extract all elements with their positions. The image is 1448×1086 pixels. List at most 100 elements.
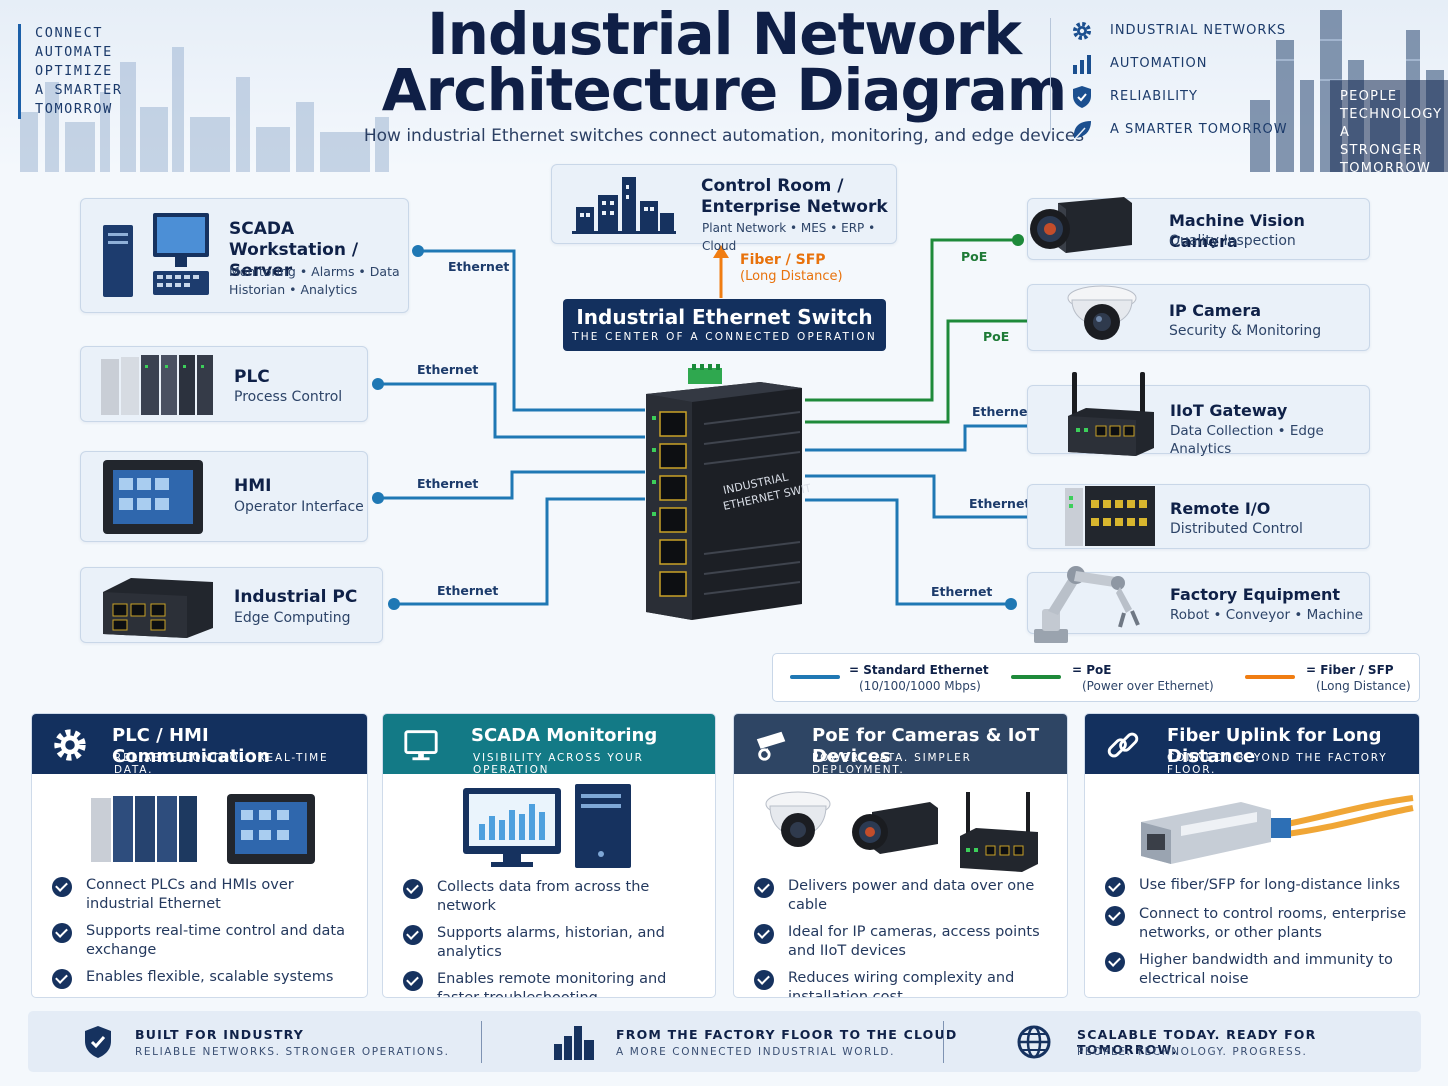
plc-title: PLC	[234, 367, 270, 387]
panel-header: PoE for Cameras & IoT Devices POWER. DAT…	[734, 714, 1067, 776]
sfp-fiber-module-illustration	[1141, 795, 1414, 864]
control-room-title-line2: Enterprise Network	[701, 197, 888, 217]
panel-bullet-list: Connect PLCs and HMIs over industrial Et…	[52, 876, 357, 997]
remote-io-module-icon	[1065, 486, 1155, 546]
panel-bullet-list: Use fiber/SFP for long-distance links Co…	[1105, 876, 1410, 997]
panel-bullet: Enables flexible, scalable systems	[52, 968, 357, 989]
legend-fiber-label: = Fiber / SFP	[1306, 663, 1394, 677]
fiber-link-sublabel: (Long Distance)	[740, 269, 843, 284]
header-feature-item: INDUSTRIAL NETWORKS	[1068, 14, 1288, 47]
industrial-pc-card[interactable]: Industrial PC Edge Computing	[80, 567, 383, 643]
panel-subtitle: POWER. DATA. SIMPLER DEPLOYMENT.	[812, 752, 972, 776]
panel-title: SCADA Monitoring	[471, 725, 658, 746]
check-icon	[754, 970, 774, 990]
remote-io-card[interactable]: Remote I/O Distributed Control	[1027, 484, 1370, 549]
plc-module-icon	[101, 355, 213, 415]
tagline-right-line: TOMORROW	[1340, 161, 1432, 172]
scada-title-line2: Workstation / Server	[229, 240, 359, 281]
machine-vision-title: Machine Vision Camera	[1169, 211, 1305, 251]
tagline-left-line: AUTOMATE	[35, 44, 113, 60]
connector-dot	[1005, 598, 1017, 610]
factory-equipment-title: Factory Equipment	[1170, 585, 1341, 604]
legend-poe-label: = PoE	[1072, 663, 1112, 677]
connector-dot	[372, 378, 384, 390]
page-subtitle: How industrial Ethernet switches connect…	[363, 126, 1085, 146]
dome-camera-icon	[1067, 285, 1137, 340]
header-feature-list: INDUSTRIAL NETWORKS AUTOMATION RELIABILI…	[1068, 14, 1288, 146]
control-room-subtitle: Plant Network • MES • ERP • Cloud	[702, 221, 876, 253]
panel-title: PLC / HMI Communication	[112, 725, 270, 767]
panel-bullet: Supports alarms, historian, and analytic…	[403, 924, 708, 962]
panel-bullet: Connect to control rooms, enterprise net…	[1105, 905, 1410, 943]
machine-vision-camera-icon	[1030, 197, 1132, 253]
page-title-line2: Architecture Diagram	[381, 56, 1068, 124]
panel-bullet-list: Collects data from across the network Su…	[403, 878, 708, 997]
panel-bullet: Reduces wiring complexity and installati…	[754, 969, 1059, 997]
connector-dot	[1012, 234, 1024, 246]
panel-subtitle: CONNECT BEYOND THE FACTORY FLOOR.	[1167, 752, 1388, 776]
shield-icon	[1068, 83, 1096, 111]
check-icon	[1105, 952, 1125, 972]
hmi-title: HMI	[234, 476, 272, 496]
scada-subtitle-line2: Historian • Analytics	[229, 282, 358, 297]
header-feature-item: A SMARTER TOMORROW	[1068, 113, 1288, 146]
panel-bullet: Supports real-time control and data exch…	[52, 922, 357, 960]
hmi-card[interactable]: HMI Operator Interface	[80, 451, 368, 542]
tagline-left-line: TOMORROW	[35, 101, 113, 117]
check-icon	[403, 971, 423, 991]
header-feature-label: INDUSTRIAL NETWORKS	[1110, 23, 1287, 38]
check-icon	[1105, 906, 1125, 926]
footer-subtitle: RELIABLE NETWORKS. STRONGER OPERATIONS.	[135, 1046, 450, 1058]
camera-icon	[756, 731, 786, 761]
factory-equipment-subtitle: Robot • Conveyor • Machine	[1170, 607, 1364, 623]
city-skyline-left-image	[20, 47, 389, 172]
plc-card[interactable]: PLC Process Control	[80, 346, 368, 422]
panel-title: PoE for Cameras & IoT Devices	[812, 725, 1040, 767]
header-divider	[1050, 18, 1051, 133]
link-label-ipc: Ethernet	[437, 583, 499, 598]
panel-plc-hmi: PLC / HMI Communication RELIABLE CONTROL…	[31, 713, 368, 998]
panel-subtitle: RELIABLE CONTROL. REAL-TIME DATA.	[114, 752, 329, 776]
tagline-left: CONNECT AUTOMATE OPTIMIZE A SMARTER TOMO…	[18, 24, 123, 119]
legend-fiber-swatch	[1245, 675, 1295, 679]
link-label-plc: Ethernet	[417, 362, 479, 377]
legend-ethernet-label: = Standard Ethernet	[849, 663, 989, 677]
fiber-link-label: Fiber / SFP	[740, 252, 826, 268]
header-feature-label: A SMARTER TOMORROW	[1110, 122, 1288, 137]
scada-title: SCADA	[229, 219, 295, 239]
check-icon	[52, 923, 72, 943]
tagline-right: PEOPLE TECHNOLOGY A STRONGER TOMORROW	[1330, 80, 1448, 172]
scada-workstation-card[interactable]: SCADA Workstation / Server Monitoring • …	[80, 198, 409, 313]
footer-subtitle: PEOPLE. TECHNOLOGY. PROGRESS.	[1077, 1046, 1308, 1058]
city-buildings-icon	[572, 177, 676, 234]
panel-bullet: Delivers power and data over one cable	[754, 877, 1059, 915]
panel-bullet-list: Delivers power and data over one cable I…	[754, 877, 1059, 997]
panel-header: PLC / HMI Communication RELIABLE CONTROL…	[32, 714, 367, 776]
check-icon	[52, 877, 72, 897]
footer-title: SCALABLE TODAY. READY FOR TOMORROW.	[1077, 1027, 1317, 1057]
leaf-icon	[1068, 116, 1096, 144]
footer-title: BUILT FOR INDUSTRY	[135, 1027, 305, 1042]
gear-icon	[1068, 17, 1096, 45]
iiot-gateway-subtitle: Data Collection • Edge Analytics	[1170, 423, 1324, 457]
ip-camera-title: IP Camera	[1169, 301, 1261, 320]
link-label-factory: Ethernet	[931, 584, 993, 599]
header-banner: CONNECT AUTOMATE OPTIMIZE A SMARTER TOMO…	[0, 0, 1448, 172]
panel-bullet: Connect PLCs and HMIs over industrial Et…	[52, 876, 357, 914]
page-title-line1: Industrial Network	[427, 0, 1022, 68]
ip-camera-subtitle: Security & Monitoring	[1169, 323, 1322, 339]
check-icon	[52, 969, 72, 989]
footer-banner: BUILT FOR INDUSTRY RELIABLE NETWORKS. ST…	[28, 1011, 1421, 1072]
check-icon	[1105, 877, 1125, 897]
panel-bullet: Collects data from across the network	[403, 878, 708, 916]
panel-title: Fiber Uplink for Long Distance	[1167, 725, 1382, 767]
connector-dot	[372, 492, 384, 504]
tagline-left-line: OPTIMIZE	[35, 63, 113, 79]
poe-devices-illustration	[765, 791, 1038, 872]
connector-dot	[388, 598, 400, 610]
footer-title: FROM THE FACTORY FLOOR TO THE CLOUD	[616, 1027, 958, 1042]
page-title: Industrial Network Architecture Diagram	[300, 0, 1148, 124]
globe-icon	[1017, 1025, 1051, 1059]
iiot-gateway-icon	[1068, 372, 1154, 456]
hmi-subtitle: Operator Interface	[234, 499, 364, 515]
